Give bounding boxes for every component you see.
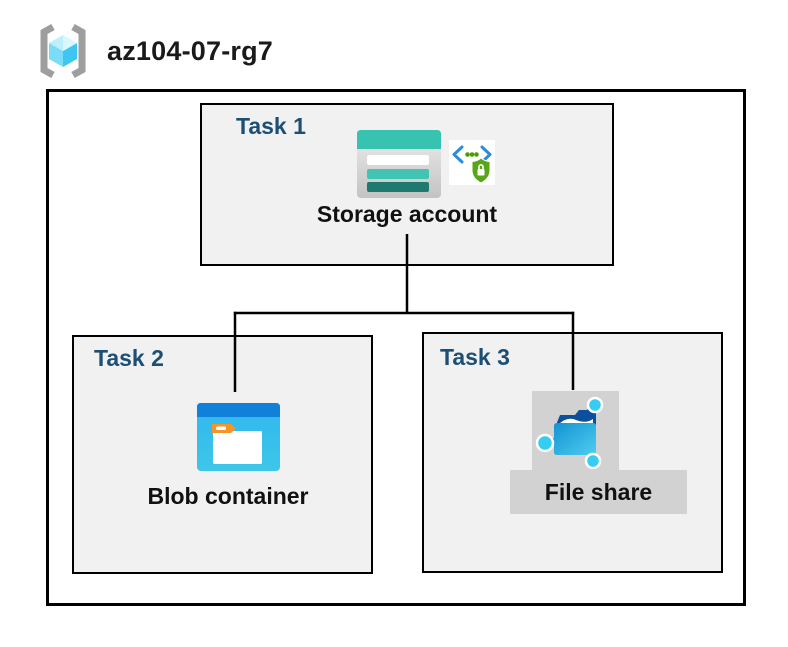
task3-box: Task 3 (422, 332, 723, 573)
file-share-icon-background (532, 391, 619, 473)
task1-resource-label: Storage account (316, 201, 498, 227)
task2-label: Task 2 (94, 345, 164, 371)
sas-icon (449, 140, 495, 185)
file-share-icon (535, 396, 604, 469)
storage-account-icon (357, 130, 441, 198)
task2-box: Task 2 Blob container (72, 335, 373, 574)
task3-resource-label: File share (510, 470, 687, 514)
task1-label: Task 1 (236, 113, 306, 139)
task2-resource-label: Blob container (147, 483, 309, 509)
task3-label: Task 3 (440, 344, 510, 370)
task1-box: Task 1 Storage accoun (200, 103, 614, 266)
resource-group-header: az104-07-rg7 (36, 22, 273, 80)
resource-group-name: az104-07-rg7 (107, 35, 273, 66)
resource-group-icon (40, 23, 86, 79)
blob-container-icon (197, 403, 280, 471)
